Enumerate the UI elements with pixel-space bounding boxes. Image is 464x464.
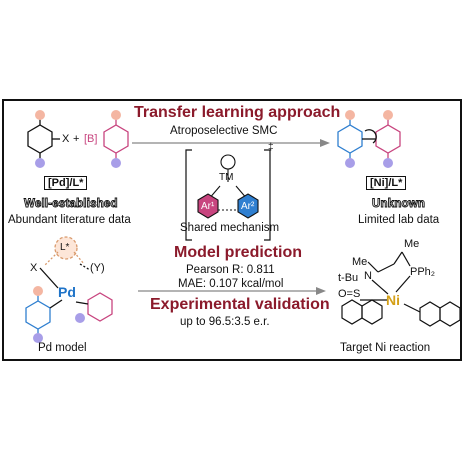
pd-ligand-label: L* [60, 242, 70, 253]
substituent-lavender [383, 158, 393, 168]
er-value: up to 96.5:3.5 e.r. [180, 316, 270, 328]
substituent-lavender [75, 313, 85, 323]
ni-n-label: N [364, 270, 372, 282]
pd-model-caption: Pd model [38, 342, 87, 354]
substituent-lavender [345, 158, 355, 168]
substituent-lavender [111, 158, 121, 168]
shared-mechanism-caption: Shared mechanism [180, 222, 280, 234]
transition-state-bracket [185, 149, 271, 241]
transfer-arrow [132, 139, 330, 147]
substituent-peach [33, 286, 43, 296]
ni-metal-label: Ni [386, 292, 400, 308]
boronic-aryl-structure [103, 118, 129, 160]
ni-me1-label: Me [352, 256, 368, 268]
aryl2-hexagon [237, 193, 259, 219]
ni-complex-structure [341, 251, 461, 327]
outer-frame [2, 99, 462, 361]
aryl1-label: Ar¹ [201, 201, 215, 212]
substituent-peach [111, 110, 121, 120]
biaryl-product-structure [337, 118, 401, 160]
substituent-peach [345, 110, 355, 120]
ni-catalyst-label: [Ni]/L* [366, 176, 407, 190]
plus-sign: + [73, 133, 80, 145]
abundant-literature-caption: Abundant literature data [8, 214, 131, 226]
unknown-label: Unknown [372, 198, 426, 211]
target-ni-caption: Target Ni reaction [340, 342, 431, 354]
transfer-learning-subtitle: Atroposelective SMC [170, 125, 278, 137]
pd-metal-label: Pd [58, 284, 76, 300]
aryl1-hexagon [197, 193, 219, 219]
substituent-lavender [33, 333, 43, 343]
substituent-lavender [35, 158, 45, 168]
aryl2-label: Ar² [241, 201, 255, 212]
prediction-arrow [138, 287, 326, 295]
substituent-peach [35, 110, 45, 120]
ni-os-label: O=S [338, 288, 361, 300]
substituent-peach [383, 110, 393, 120]
aryl-halide-structure [27, 118, 60, 160]
well-established-label: Well-established [24, 198, 118, 211]
ni-pph2-label: PPh₂ [410, 266, 436, 278]
boron-label: [B] [84, 133, 98, 145]
pd-x-label: X [30, 262, 38, 274]
pearson-value: Pearson R: 0.811 [186, 264, 275, 276]
ni-tbu-label: t-Bu [338, 272, 359, 284]
mae-value: MAE: 0.107 kcal/mol [178, 278, 284, 290]
transfer-learning-title: Transfer learning approach [134, 104, 341, 121]
halide-x-label: X [62, 133, 70, 145]
ni-me2-label: Me [404, 238, 420, 250]
pd-model-structure [25, 236, 113, 335]
limited-lab-caption: Limited lab data [358, 214, 440, 226]
dagger-symbol: ‡ [268, 142, 274, 153]
experimental-validation-title: Experimental validation [150, 296, 330, 313]
pd-y-label: (Y) [90, 262, 105, 274]
pd-catalyst-label: [Pd]/L* [44, 176, 88, 190]
model-prediction-title: Model prediction [174, 244, 302, 261]
ts-metal-label: TM [219, 172, 234, 183]
